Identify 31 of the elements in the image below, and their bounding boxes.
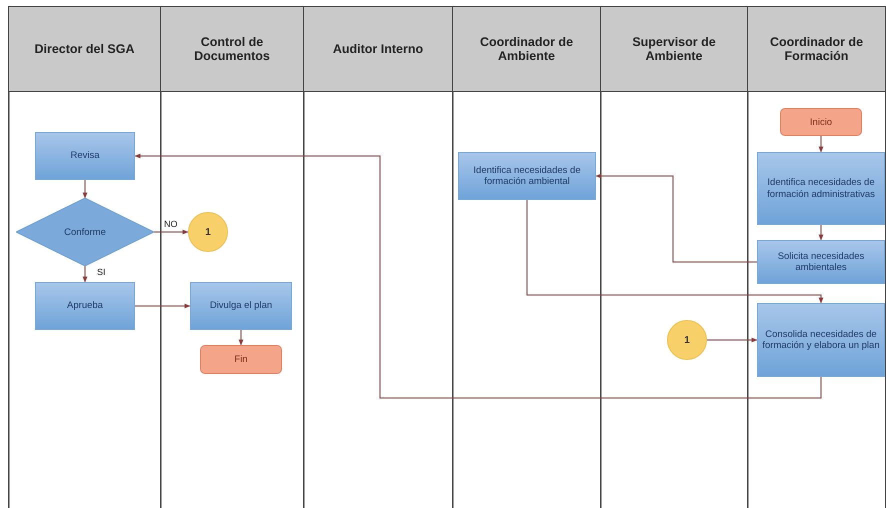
edge-label: NO [163,220,178,229]
arrow [706,338,758,342]
arrow [526,200,824,304]
process-box: Identifica necesidades de formación administrativas [757,152,885,225]
arrow [82,180,88,199]
arrow [82,266,88,283]
edge-label: SI [96,268,107,277]
lane-header: Control de Documentos [160,6,304,92]
terminal-box: Inicio [780,108,862,136]
process-box: Revisa [35,132,135,180]
connector-circle: 1 [667,320,707,360]
arrow [818,224,824,241]
process-box: Divulga el plan [190,282,292,330]
arrow [134,304,191,308]
connector-circle: 1 [188,212,228,252]
process-box: Solicita necesidades ambientales [757,240,885,284]
arrow [154,230,189,234]
lane-header: Auditor Interno [303,6,453,92]
arrow [818,136,824,153]
terminal-box: Fin [200,345,282,374]
lane-header: Coordinador de Ambiente [452,6,601,92]
arrow [595,174,758,262]
arrow [134,154,822,398]
lane-header: Director del SGA [8,6,161,92]
lane-header: Supervisor de Ambiente [600,6,748,92]
process-box: Consolida necesidades de formación y elabora un plan [757,303,885,377]
lane-header: Coordinador de Formación [747,6,886,92]
arrow [238,330,244,346]
process-box: Aprueba [35,282,135,330]
process-box: Identifica necesidades de formación ambiental [458,152,596,200]
decision-text: Conforme [64,226,106,238]
